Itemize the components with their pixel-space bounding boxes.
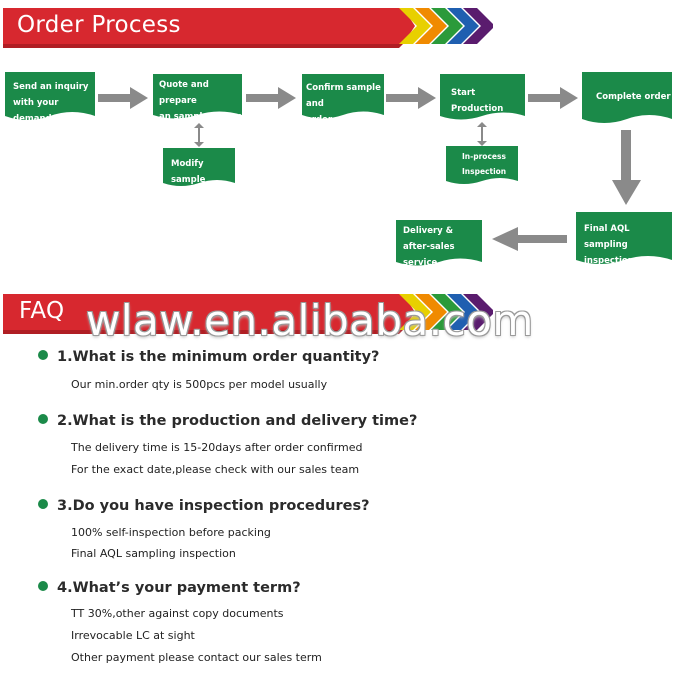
banner-chevrons-graphic: [3, 8, 493, 48]
arrow-right-1: [98, 87, 148, 109]
step-complete-order: Complete order: [582, 72, 672, 128]
step-complete-order-label: Complete order: [596, 92, 671, 102]
bullet-dot: [38, 499, 48, 509]
step-start-production: Start Production: [440, 74, 525, 124]
arrow-right-3: [386, 87, 436, 109]
faq-answer: For the exact date,please check with our…: [71, 463, 360, 476]
faq-answer: 100% self-inspection before packing: [71, 526, 271, 539]
faq-question: 2.What is the production and delivery ti…: [38, 413, 417, 429]
step-modify-sample: Modify sample: [163, 148, 235, 190]
step-start-production-label: Start Production: [451, 88, 504, 114]
faq-question: 1.What is the minimum order quantity?: [38, 349, 379, 365]
arrow-right-4: [528, 87, 578, 109]
step-delivery-label: Delivery &after-sales service: [403, 226, 455, 268]
faq-answer: Our min.order qty is 500pcs per model us…: [71, 378, 328, 391]
faq-answer: The delivery time is 15-20days after ord…: [71, 441, 363, 454]
faq-answer: Irrevocable LC at sight: [71, 629, 195, 642]
faq-answer: Other payment please contact our sales t…: [71, 651, 322, 664]
faq-answer: TT 30%,other against copy documents: [71, 607, 284, 620]
arrow-right-2: [246, 87, 296, 109]
banner-title: FAQ: [19, 298, 65, 324]
bullet-dot: [38, 414, 48, 424]
faq-answer: Final AQL sampling inspection: [71, 547, 236, 560]
arrow-updown-2: [477, 122, 487, 146]
bullet-dot: [38, 350, 48, 360]
faq-question: 4.What’s your payment term?: [38, 580, 301, 596]
banner-title: Order Process: [17, 12, 181, 38]
arrow-down: [612, 130, 641, 205]
bullet-dot: [38, 581, 48, 591]
watermark-text: wlaw.en.alibaba.com: [86, 296, 534, 345]
step-modify-sample-label: Modify sample: [171, 159, 206, 185]
order-process-banner: Order Process: [3, 8, 493, 48]
arrow-left: [492, 227, 567, 251]
step-delivery: Delivery &after-sales service: [396, 220, 482, 270]
arrow-updown-1: [194, 123, 204, 147]
banner-chevrons-graphic: [3, 294, 493, 334]
faq-question: 3.Do you have inspection procedures?: [38, 498, 370, 514]
faq-banner: FAQ: [3, 294, 493, 334]
